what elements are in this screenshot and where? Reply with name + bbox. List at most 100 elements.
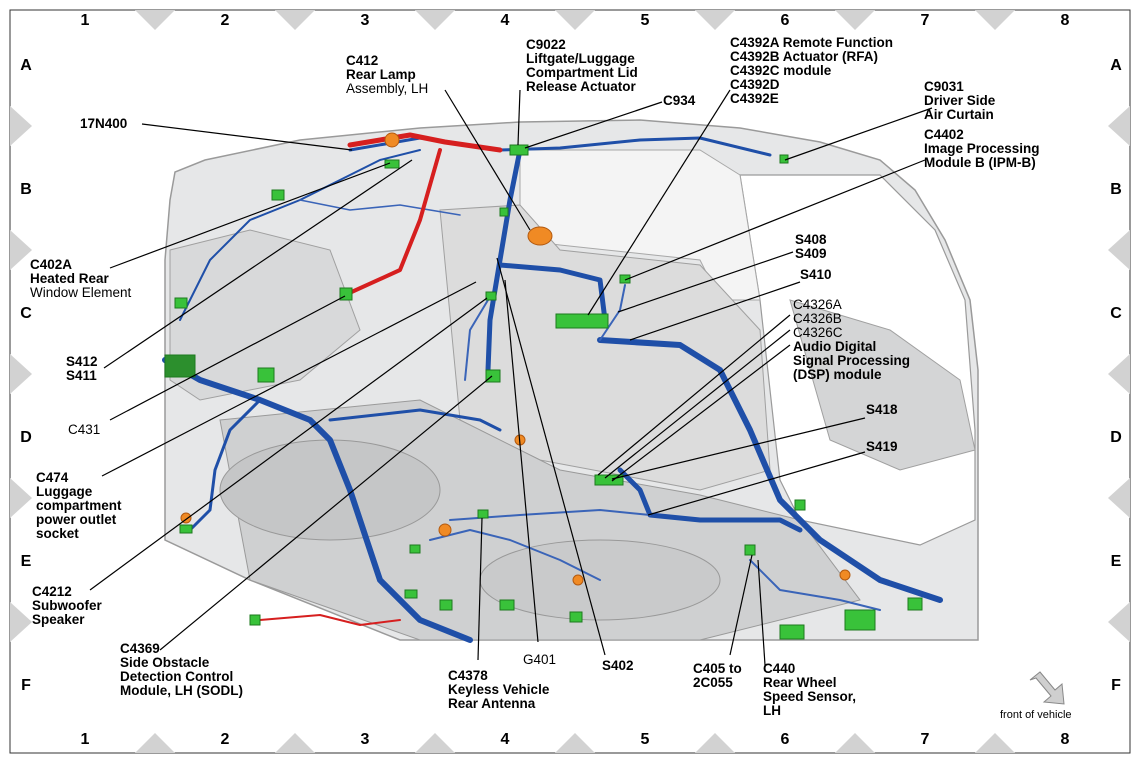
callout-line: C412: [346, 53, 379, 68]
grid-row-d-right: D: [1110, 429, 1122, 446]
callout-line: (DSP) module: [793, 367, 882, 382]
callout-line: C9031: [924, 79, 964, 94]
grid-marker-left-4: [10, 478, 32, 518]
grid-col-3-bottom: 3: [360, 731, 370, 748]
grid-marker-bottom-7: [975, 733, 1015, 753]
callout-g401: G401: [523, 653, 556, 667]
callout-line: C4392C module: [730, 63, 832, 78]
grid-marker-right-1: [1108, 106, 1130, 146]
callout-line: Side Obstacle: [120, 655, 210, 670]
callout-line: Speed Sensor,: [763, 689, 857, 704]
connectors: [164, 144, 923, 640]
callout-c4212: C4212 Subwoofer Speaker: [32, 585, 102, 627]
callout-c4326: C4326A C4326B C4326C Audio Digital Signa…: [793, 298, 910, 382]
callout-line: C405 to: [693, 661, 742, 676]
callout-line: Rear Antenna: [448, 696, 536, 711]
callout-s412: S412 S411: [66, 355, 98, 383]
callout-line: Heated Rear: [30, 271, 109, 286]
wiring-harness: [162, 132, 943, 643]
callout-line: 17N400: [80, 116, 128, 131]
grid-marker-left-2: [10, 230, 32, 270]
grid-row-b-right: B: [1110, 181, 1122, 198]
callout-line: Air Curtain: [924, 107, 994, 122]
callout-line: Speaker: [32, 612, 85, 627]
grid-col-8-bottom: 8: [1060, 731, 1070, 748]
callout-17n400: 17N400: [80, 117, 127, 131]
grid-marker-top-5: [695, 10, 735, 30]
callout-c934: C934: [663, 94, 695, 108]
grid-marker-bottom-1: [135, 733, 175, 753]
grid-col-6-top: 6: [780, 12, 790, 29]
grid-col-4-bottom: 4: [500, 731, 510, 748]
callout-line: Release Actuator: [526, 79, 636, 94]
callout-s419: S419: [866, 440, 898, 454]
callout-line: Driver Side: [924, 93, 996, 108]
callout-line: Detection Control: [120, 669, 234, 684]
grid-marker-top-4: [555, 10, 595, 30]
grid-marker-top-6: [835, 10, 875, 30]
callout-line: C474: [36, 470, 69, 485]
grid-col-8-top: 8: [1060, 12, 1070, 29]
callout-line: Subwoofer: [32, 598, 102, 613]
grid-marker-left-1: [10, 106, 32, 146]
grid-marker-left-3: [10, 354, 32, 394]
callout-line: Module B (IPM-B): [924, 155, 1036, 170]
callout-c9031: C9031 Driver Side Air Curtain: [924, 80, 995, 122]
callout-s402: S402: [602, 659, 634, 673]
grid-marker-left-5: [10, 602, 32, 642]
grid-col-1-top: 1: [80, 12, 90, 29]
grid-row-a-left: A: [20, 57, 32, 74]
grid-marker-bottom-5: [695, 733, 735, 753]
grid-row-f-left: F: [21, 677, 31, 694]
grid-marker-top-1: [135, 10, 175, 30]
grid-row-e-right: E: [1110, 553, 1122, 570]
callout-c4402: C4402 Image Processing Module B (IPM-B): [924, 128, 1040, 170]
callout-line: Keyless Vehicle: [448, 682, 550, 697]
callout-line: C4392E: [730, 91, 779, 106]
grid-row-e-left: E: [20, 553, 32, 570]
grid-marker-top-2: [275, 10, 315, 30]
callout-line: Assembly, LH: [346, 81, 429, 96]
grid-col-3-top: 3: [360, 12, 370, 29]
callout-line: S410: [800, 267, 832, 282]
callout-c431: C431: [68, 423, 100, 437]
grid-row-a-right: A: [1110, 57, 1122, 74]
callout-c4392: C4392A Remote Function C4392B Actuator (…: [730, 36, 893, 106]
callout-line: C4326B: [793, 311, 842, 326]
callout-line: Compartment Lid: [526, 65, 638, 80]
callout-line: S411: [66, 368, 97, 383]
grid-marker-bottom-6: [835, 733, 875, 753]
grid-col-6-bottom: 6: [780, 731, 790, 748]
front-of-vehicle-arrow-icon: [1029, 671, 1065, 705]
callout-c474: C474 Luggage compartment power outlet so…: [36, 471, 122, 541]
callout-line: S419: [866, 439, 898, 454]
grid-marker-right-5: [1108, 602, 1130, 642]
callout-line: G401: [523, 652, 557, 667]
callout-line: S409: [795, 246, 827, 261]
callout-line: S418: [866, 402, 898, 417]
callout-s408: S408 S409: [795, 233, 827, 261]
callout-line: Image Processing: [924, 141, 1040, 156]
callout-line: power outlet: [36, 512, 117, 527]
callout-line: C4212: [32, 584, 72, 599]
vehicle-body-illustration: [164, 119, 979, 641]
callout-line: Luggage: [36, 484, 93, 499]
callout-line: Window Element: [30, 285, 132, 300]
callout-line: Rear Lamp: [346, 67, 416, 82]
callout-line: Signal Processing: [793, 353, 911, 368]
grid-marker-right-4: [1108, 478, 1130, 518]
callout-line: Module, LH (SODL): [120, 683, 243, 698]
grid-col-2-bottom: 2: [220, 731, 230, 748]
grid-row-f-right: F: [1111, 677, 1121, 694]
grid-marker-bottom-2: [275, 733, 315, 753]
callout-line: C4392B Actuator (RFA): [730, 49, 879, 64]
callout-line: Rear Wheel: [763, 675, 837, 690]
grid-marker-bottom-4: [555, 733, 595, 753]
callout-line: Audio Digital: [793, 339, 877, 354]
callout-line: Liftgate/Luggage: [526, 51, 635, 66]
grid-col-5-top: 5: [640, 12, 650, 29]
grid-col-1-bottom: 1: [80, 731, 90, 748]
callout-line: C4326A: [793, 297, 842, 312]
callout-line: C431: [68, 422, 101, 437]
grid-row-b-left: B: [20, 181, 32, 198]
